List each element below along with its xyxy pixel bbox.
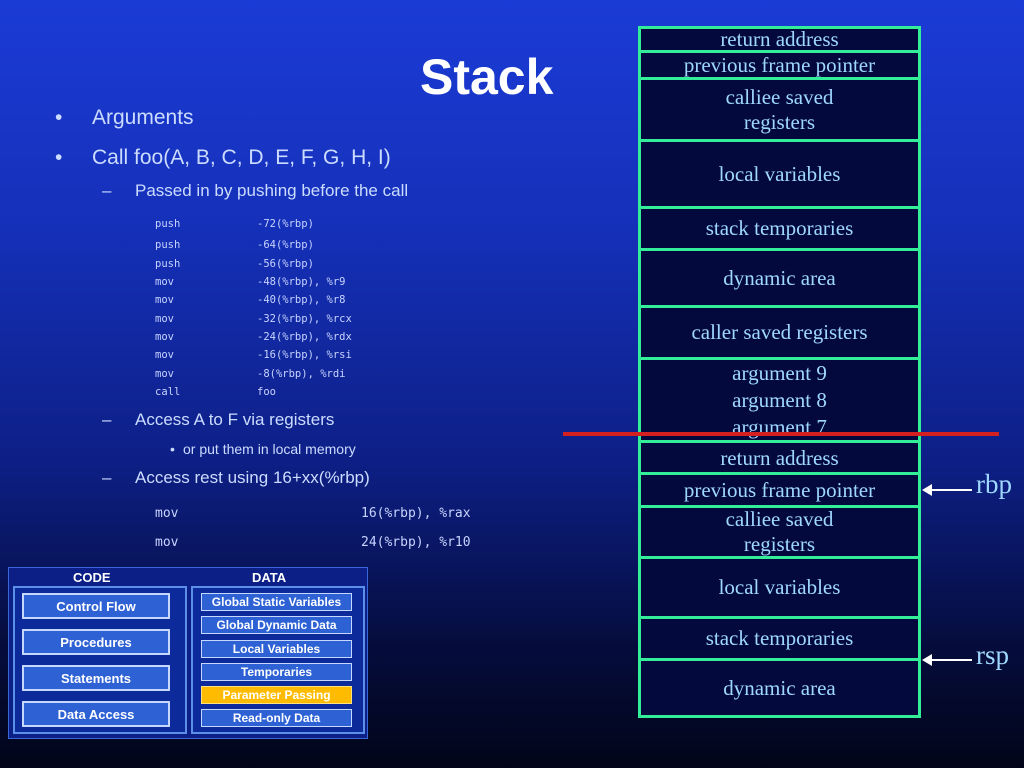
asm-operands: -48(%rbp), %r9	[257, 276, 346, 288]
asm-opcode: mov	[155, 368, 174, 380]
dash-icon: –	[102, 181, 112, 200]
data-item-parameter-passing: Parameter Passing	[201, 686, 352, 704]
stack-slot: previous frame pointer	[638, 472, 921, 508]
stack-slot: return address	[638, 440, 921, 476]
stack-slot-label: dynamic area	[723, 265, 836, 290]
asm-operands: -40(%rbp), %r8	[257, 294, 346, 306]
stack-slot: calliee saved registers	[638, 505, 921, 559]
slide-title: Stack	[420, 49, 554, 105]
asm-opcode: mov	[155, 331, 174, 343]
asm-operands: -16(%rbp), %rsi	[257, 349, 352, 361]
asm-opcode: push	[155, 239, 181, 251]
asm-operands: -8(%rbp), %rdi	[257, 368, 346, 380]
data-item-local-variables: Local Variables	[201, 640, 352, 658]
code-item-data-access: Data Access	[22, 701, 170, 727]
stack-slot: stack temporaries	[638, 616, 921, 661]
stack-slot: previous frame pointer	[638, 50, 921, 80]
asm-opcode: mov	[155, 276, 174, 288]
bullet-dot-icon: •	[55, 146, 63, 169]
asm-opcode: mov	[155, 535, 179, 550]
frame-divider-line	[563, 432, 999, 436]
stack-slot-label: previous frame pointer	[683, 477, 876, 502]
data-item-global-dynamic-data: Global Dynamic Data	[201, 616, 352, 634]
stack-slot-label: stack temporaries	[705, 216, 854, 240]
stack-slot-label: return address	[720, 445, 839, 470]
asm-opcode: mov	[155, 506, 179, 521]
dash-icon: –	[102, 410, 112, 429]
data-header: DATA	[252, 570, 287, 585]
bullet-dot-icon: •	[170, 441, 175, 457]
stack-slot: dynamic area	[638, 658, 921, 718]
code-item-control-flow: Control Flow	[22, 593, 170, 619]
asm-operands: -24(%rbp), %rdx	[257, 331, 352, 343]
stack-slot-label: calliee saved registers	[725, 84, 834, 134]
asm-opcode: call	[155, 386, 181, 398]
asm-opcode: mov	[155, 349, 174, 361]
stack-slot-label: stack temporaries	[705, 626, 854, 650]
asm-operands: 24(%rbp), %r10	[361, 535, 471, 550]
asm-opcode: mov	[155, 313, 174, 325]
rbp-label: rbp	[976, 469, 1012, 499]
asm-operands: foo	[257, 386, 276, 398]
data-item-read-only-data: Read-only Data	[201, 709, 352, 727]
stack-slot-label: calliee saved registers	[725, 507, 834, 556]
asm-opcode: push	[155, 218, 181, 230]
stack-slot: local variables	[638, 556, 921, 619]
rsp-arrow-icon	[922, 654, 972, 666]
rsp-label: rsp	[976, 640, 1009, 670]
rbp-arrow-icon	[922, 484, 972, 496]
stack-slot: stack temporaries	[638, 206, 921, 251]
stack-slot-label: argument 9 argument 8 argument 7	[732, 361, 827, 439]
stack-slot: calliee saved registers	[638, 77, 921, 142]
data-item-temporaries: Temporaries	[201, 663, 352, 681]
code-header: CODE	[73, 570, 111, 585]
stack-slot-label: local variables	[718, 161, 841, 186]
asm-operands: 16(%rbp), %rax	[361, 506, 471, 521]
stack-slot-label: local variables	[718, 575, 841, 599]
stack-slot-label: caller saved registers	[691, 320, 868, 344]
stack-slot: local variables	[638, 139, 921, 209]
code-item-statements: Statements	[22, 665, 170, 691]
stack-slot-label: previous frame pointer	[683, 52, 876, 77]
code-item-procedures: Procedures	[22, 629, 170, 655]
asm-operands: -72(%rbp)	[257, 218, 314, 230]
asm-operands: -56(%rbp)	[257, 258, 314, 270]
asm-opcode: mov	[155, 294, 174, 306]
asm-opcode: push	[155, 258, 181, 270]
dash-icon: –	[102, 468, 112, 487]
stack-slot: caller saved registers	[638, 305, 921, 360]
data-item-global-static-variables: Global Static Variables	[201, 593, 352, 611]
stack-slot: dynamic area	[638, 248, 921, 308]
stack-slot-label: dynamic area	[723, 675, 836, 700]
asm-operands: -64(%rbp)	[257, 239, 314, 251]
stack-slot: return address	[638, 26, 921, 53]
stack-slot-label: return address	[720, 27, 839, 51]
asm-operands: -32(%rbp), %rcx	[257, 313, 352, 325]
bullet-dot-icon: •	[55, 106, 63, 129]
